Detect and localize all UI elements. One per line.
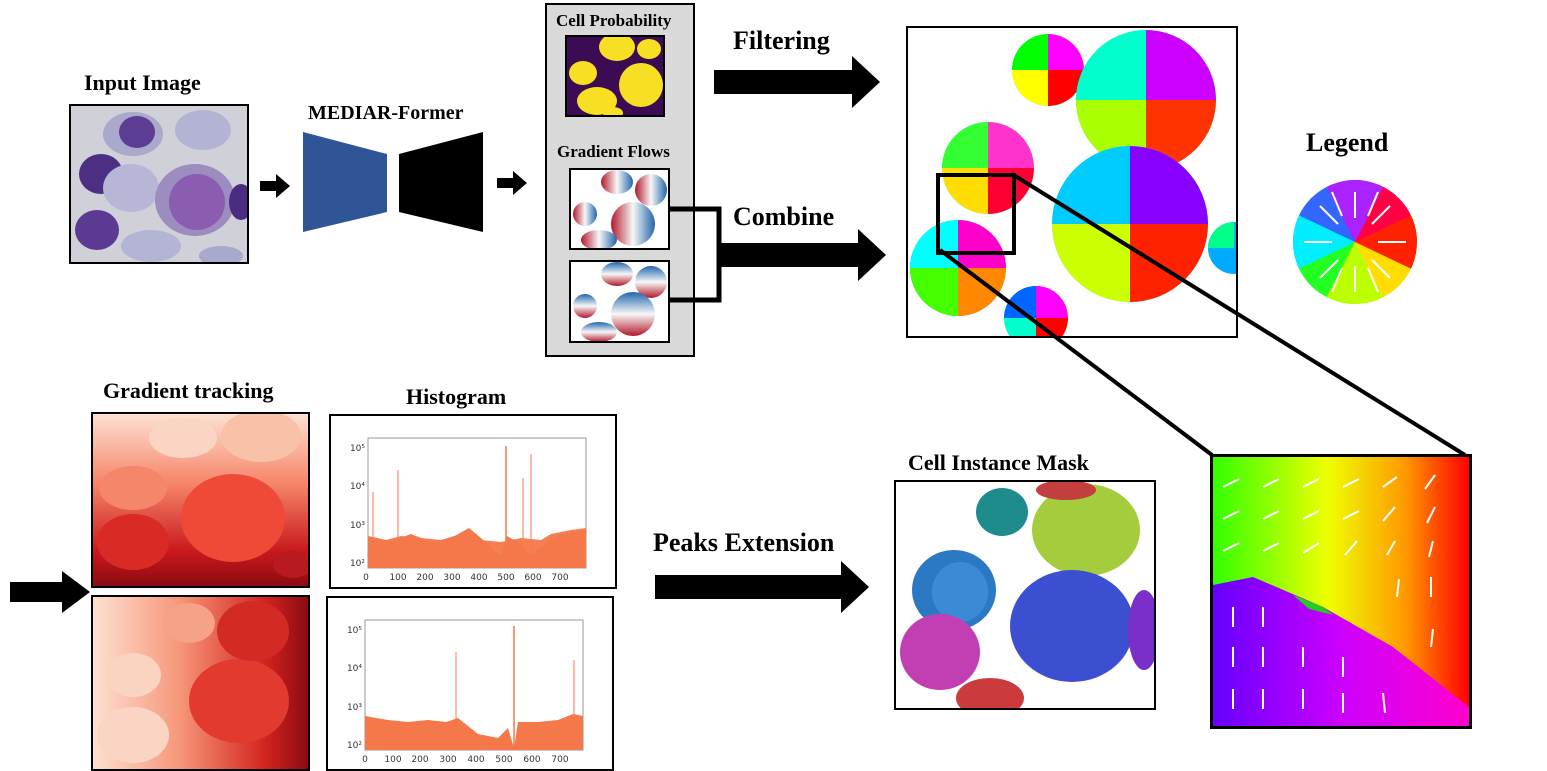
flow-cell-1 xyxy=(1012,34,1084,106)
cell-probability-map xyxy=(565,35,665,117)
svg-text:500: 500 xyxy=(495,755,512,765)
cell-instance-mask-title: Cell Instance Mask xyxy=(908,450,1089,475)
svg-text:10⁵: 10⁵ xyxy=(350,444,365,454)
svg-text:700: 700 xyxy=(551,755,568,765)
encoder-decoder-diagram xyxy=(303,132,483,232)
svg-text:0: 0 xyxy=(363,573,369,583)
svg-text:10²: 10² xyxy=(350,559,365,569)
histogram-title: Histogram xyxy=(406,384,507,409)
svg-text:300: 300 xyxy=(443,573,460,583)
svg-text:200: 200 xyxy=(411,755,428,765)
svg-text:10⁴: 10⁴ xyxy=(350,482,365,492)
svg-text:400: 400 xyxy=(470,573,487,583)
svg-text:100: 100 xyxy=(384,755,401,765)
microscopy-image xyxy=(71,106,247,262)
input-image xyxy=(69,104,249,264)
filtering-label: Filtering xyxy=(733,26,830,55)
zoomed-flow-arrows xyxy=(1222,474,1436,714)
gradient-tracking-title: Gradient tracking xyxy=(103,378,274,403)
combine-arrow xyxy=(718,229,886,281)
flow-cell-2 xyxy=(1076,30,1216,170)
svg-text:400: 400 xyxy=(467,755,484,765)
histogram-y-chart: 0 100 200 300 400 500 600 700 10² 10³ 10… xyxy=(347,619,584,765)
direction-legend-wheel xyxy=(1293,180,1417,304)
svg-text:10²: 10² xyxy=(347,741,362,751)
model-title: MEDIAR-Former xyxy=(308,102,464,124)
svg-text:600: 600 xyxy=(524,573,541,583)
svg-text:500: 500 xyxy=(497,573,514,583)
svg-text:10⁴: 10⁴ xyxy=(347,664,362,674)
svg-text:10³: 10³ xyxy=(347,703,362,713)
histogram-x-chart: 0 100 200 300 400 500 600 700 10² 10³ 10… xyxy=(350,437,587,583)
zoomed-flow-panel xyxy=(1210,454,1472,729)
cell-instance-mask xyxy=(894,480,1156,710)
gradient-tracking-y xyxy=(91,595,310,771)
histogram-x-y-ticks: 10² 10³ 10⁴ 10⁵ xyxy=(350,444,365,569)
flow-cell-3 xyxy=(942,122,1034,214)
input-image-title: Input Image xyxy=(84,70,201,95)
encoder-block xyxy=(303,132,387,232)
svg-text:100: 100 xyxy=(389,573,406,583)
svg-text:300: 300 xyxy=(439,755,456,765)
combine-bracket xyxy=(670,206,722,303)
arrow-model-to-outputs xyxy=(497,171,527,195)
svg-text:200: 200 xyxy=(416,573,433,583)
filtering-arrow xyxy=(714,56,880,108)
flow-cell-5 xyxy=(910,220,1006,316)
cell-probability-title: Cell Probability xyxy=(556,11,672,30)
svg-text:0: 0 xyxy=(362,755,368,765)
arrow-into-gradient-tracking xyxy=(10,571,90,613)
svg-text:600: 600 xyxy=(523,755,540,765)
peaks-extension-arrow xyxy=(655,561,869,613)
flow-field-image xyxy=(906,26,1238,338)
peaks-extension-label: Peaks Extension xyxy=(653,528,835,557)
flow-cell-4 xyxy=(1052,146,1208,302)
decoder-block xyxy=(399,132,483,232)
gradient-flow-x xyxy=(569,168,670,250)
svg-text:10³: 10³ xyxy=(350,521,365,531)
legend-arrows xyxy=(1304,191,1406,293)
svg-text:10⁵: 10⁵ xyxy=(347,626,362,636)
histogram-y-panel: 0 100 200 300 400 500 600 700 10² 10³ 10… xyxy=(326,596,614,771)
legend-title: Legend xyxy=(1306,128,1389,157)
gradient-tracking-x xyxy=(91,412,310,588)
arrow-input-to-model xyxy=(260,174,290,198)
gradient-flow-y xyxy=(569,260,670,343)
histogram-y-ticks: 0 100 200 300 400 500 600 700 xyxy=(362,755,569,765)
histogram-y-y-ticks: 10² 10³ 10⁴ 10⁵ xyxy=(347,626,362,751)
gradient-flows-title: Gradient Flows xyxy=(557,142,670,161)
combine-label: Combine xyxy=(733,202,835,231)
histogram-x-panel: 0 100 200 300 400 500 600 700 10² 10³ 10… xyxy=(329,414,617,589)
svg-text:700: 700 xyxy=(551,573,568,583)
histogram-x-ticks: 0 100 200 300 400 500 600 700 xyxy=(363,573,569,583)
